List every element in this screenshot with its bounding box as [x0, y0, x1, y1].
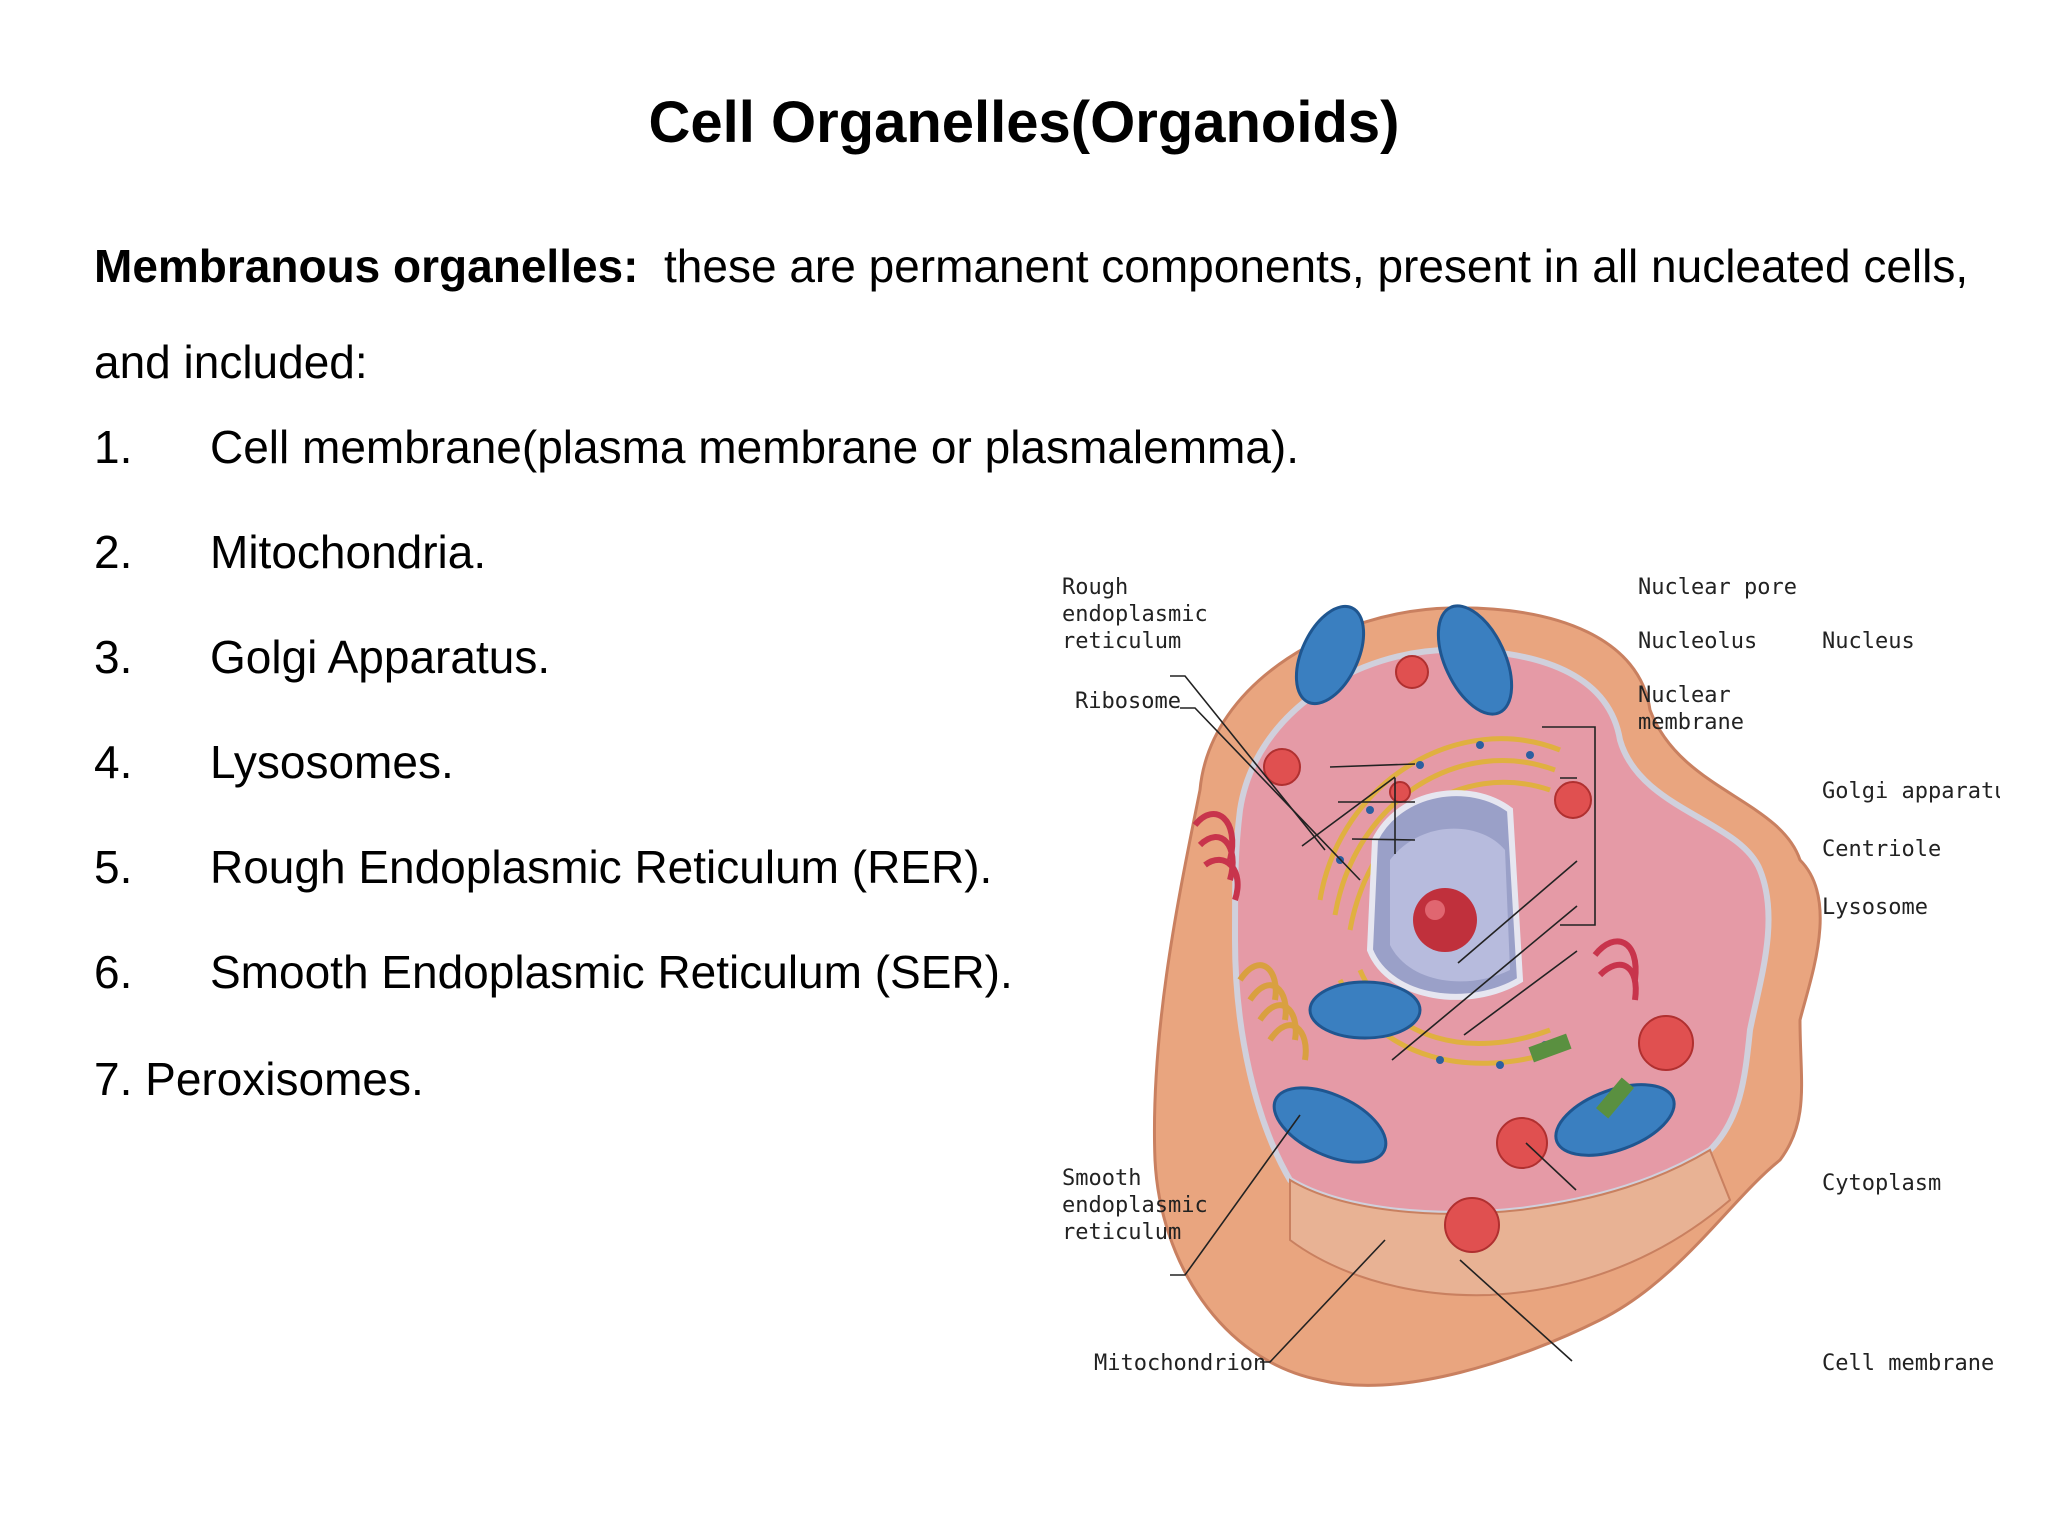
- list-text: Lysosomes.: [210, 736, 454, 788]
- intro-paragraph: Membranous organelles: these are permane…: [94, 218, 1994, 410]
- smooth-er: [1237, 962, 1309, 1061]
- label-golgi: Golgi apparatus: [1822, 779, 2000, 804]
- slide-title: Cell Organelles(Organoids): [648, 90, 1400, 155]
- list-text: Mitochondria.: [210, 526, 487, 578]
- list-text: Rough Endoplasmic Reticulum (RER).: [210, 841, 993, 893]
- label-nucleus: Nucleus: [1822, 629, 1915, 654]
- label-nuclear-membrane: Nuclear membrane: [1638, 683, 1744, 735]
- list-text: Cell membrane(plasma membrane or plasmal…: [210, 421, 1300, 473]
- list-number: 2.: [94, 526, 133, 578]
- label-mitochondrion: Mitochondrion: [1094, 1351, 1266, 1376]
- list-text: Golgi Apparatus.: [210, 631, 551, 683]
- centrioles: [1528, 1033, 1634, 1119]
- cell-illustration: [1153, 604, 1822, 1387]
- list-item-peroxisomes: 7. Peroxisomes.: [94, 1053, 424, 1105]
- label-nucleolus: Nucleolus: [1638, 629, 1757, 654]
- list-number: 6.: [94, 946, 133, 998]
- label-nuclear-pore: Nuclear pore: [1638, 575, 1797, 600]
- list-number: 1.: [94, 421, 133, 473]
- mitochondria: [1272, 604, 1676, 1164]
- label-ribosome: Ribosome: [1075, 689, 1181, 714]
- cell-inner-rim: [1289, 1148, 1732, 1297]
- list-number: 5.: [94, 841, 133, 893]
- nucleus: [1366, 790, 1524, 1000]
- label-ser: Smooth endoplasmic reticulum: [1062, 1166, 1221, 1245]
- label-cytoplasm: Cytoplasm: [1822, 1171, 1941, 1196]
- list-number: 3.: [94, 631, 133, 683]
- label-lysosome: Lysosome: [1822, 895, 1928, 920]
- animal-cell-diagram: Rough endoplasmic reticulum Ribosome Nuc…: [1062, 575, 2000, 1387]
- leader-lines: [1170, 675, 1596, 1363]
- diagram-labels: Rough endoplasmic reticulum Ribosome Nuc…: [1062, 575, 2000, 1376]
- intro-heading: Membranous organelles:: [94, 240, 639, 292]
- lysosomes: [1263, 655, 1694, 1253]
- golgi-apparatus: [1192, 811, 1639, 1001]
- list-number: 4.: [94, 736, 133, 788]
- nucleolus: [1413, 888, 1477, 952]
- list-text: Smooth Endoplasmic Reticulum (SER).: [210, 946, 1013, 998]
- label-cell-membrane: Cell membrane: [1822, 1351, 1994, 1376]
- label-centriole: Centriole: [1822, 837, 1941, 862]
- intro-text: these are permanent components, present …: [94, 240, 1969, 388]
- label-rer: Rough endoplasmic reticulum: [1062, 575, 1221, 654]
